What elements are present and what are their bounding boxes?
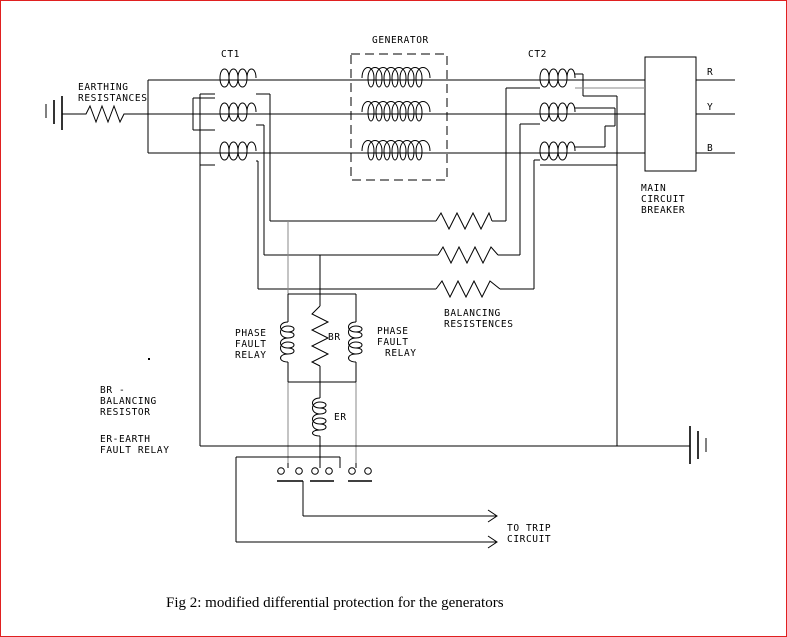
balancing-resistors — [435, 211, 501, 299]
phase-fault-relay-coil-left — [280, 321, 295, 363]
figure-caption: Fig 2: modified differential protection … — [166, 595, 504, 611]
generator-windings — [361, 67, 431, 161]
balancing-label-line1: BALANCING — [444, 308, 501, 319]
stray-dot — [148, 358, 150, 360]
trip-label-line1: TO TRIP — [507, 523, 551, 534]
generator-label: GENERATOR — [372, 35, 429, 46]
breaker-label-line1: MAIN — [641, 183, 666, 194]
balancing-resistor-br — [310, 305, 330, 367]
pfr-left-label-line3: RELAY — [235, 350, 267, 361]
legend-br-line1: BR - — [100, 385, 125, 396]
ct2-label: CT2 — [528, 49, 547, 60]
legend-er-line2: FAULT RELAY — [100, 445, 170, 456]
ct1-label: CT1 — [221, 49, 240, 60]
earth-symbol-left — [45, 96, 80, 130]
relay-network — [287, 255, 357, 446]
legend-br-line2: BALANCING — [100, 396, 157, 407]
earthing-label-line1: EARTHING — [78, 82, 129, 93]
neutral-bus — [147, 79, 215, 154]
balancing-wiring — [258, 87, 540, 290]
trip-label-line2: CIRCUIT — [507, 534, 551, 545]
earth-symbol-right — [689, 426, 707, 464]
pfr-left-label-line2: FAULT — [235, 339, 267, 350]
pfr-right-label-line3: RELAY — [385, 348, 417, 359]
phase-conductors — [215, 79, 735, 154]
ct1-coils — [219, 68, 257, 161]
legend-er-line1: ER-EARTH — [100, 434, 151, 445]
main-circuit-breaker — [644, 56, 697, 172]
er-label: ER — [334, 412, 347, 423]
ct2-coils — [539, 68, 576, 161]
br-label: BR — [328, 332, 341, 343]
earthing-label-line2: RESISTANCES — [78, 93, 148, 104]
balancing-label-line2: RESISTENCES — [444, 319, 514, 330]
pfr-left-label-line1: PHASE — [235, 328, 267, 339]
breaker-label-line2: CIRCUIT — [641, 194, 685, 205]
phase-b-label: B — [707, 143, 713, 154]
pfr-right-label-line1: PHASE — [377, 326, 409, 337]
trip-circuit-wiring — [235, 457, 498, 549]
ct1-secondary-wiring — [192, 93, 271, 446]
earth-fault-relay-coil — [312, 397, 327, 437]
earthing-resistor — [80, 104, 148, 124]
generator-box — [350, 53, 448, 181]
phase-fault-relay-coil-right — [348, 321, 363, 363]
pfr-right-label-line2: FAULT — [377, 337, 409, 348]
relay-contacts — [236, 446, 372, 482]
pilot-leads — [287, 87, 645, 463]
ct2-return-wiring — [540, 73, 618, 446]
legend-br-line3: RESISTOR — [100, 407, 151, 418]
phase-y-label: Y — [707, 102, 713, 113]
breaker-label-line3: BREAKER — [641, 205, 685, 216]
phase-r-label: R — [707, 67, 713, 78]
